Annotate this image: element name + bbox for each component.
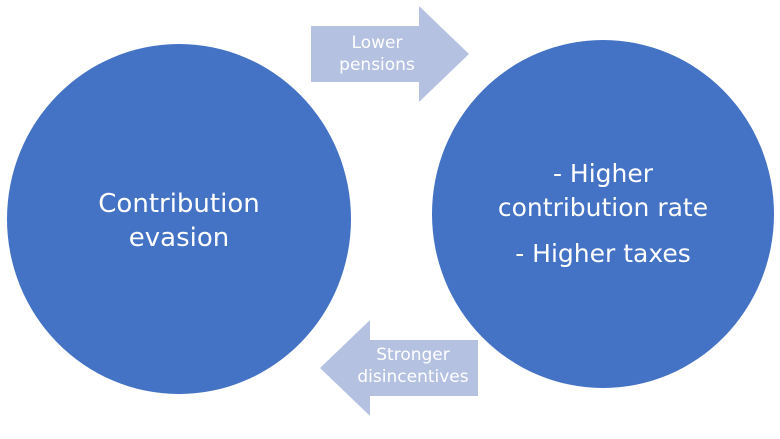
arrow-bottom-label: Stronger disincentives [348,344,478,388]
circle-higher-rates: - Higher contribution rate - Higher taxe… [432,40,774,388]
circle-right-line2: contribution rate [497,193,709,222]
arrow-right-shape [311,6,469,102]
arrow-bottom-line1: Stronger [376,345,450,365]
arrow-bottom-line2: disincentives [357,367,469,387]
circle-left-label: Contribution evasion [98,189,260,253]
circle-right-line3: - Higher taxes [515,239,691,268]
arrow-top-line2: pensions [339,55,415,75]
arrow-right-icon [311,6,469,102]
arrow-left-shape [320,320,478,416]
circle-right-line1: - Higher [552,159,654,188]
arrow-top-line1: Lower [351,33,403,53]
arrow-left-icon [320,320,478,416]
arrow-top-label: Lower pensions [312,32,442,76]
circle-contribution-evasion: Contribution evasion [7,44,351,394]
